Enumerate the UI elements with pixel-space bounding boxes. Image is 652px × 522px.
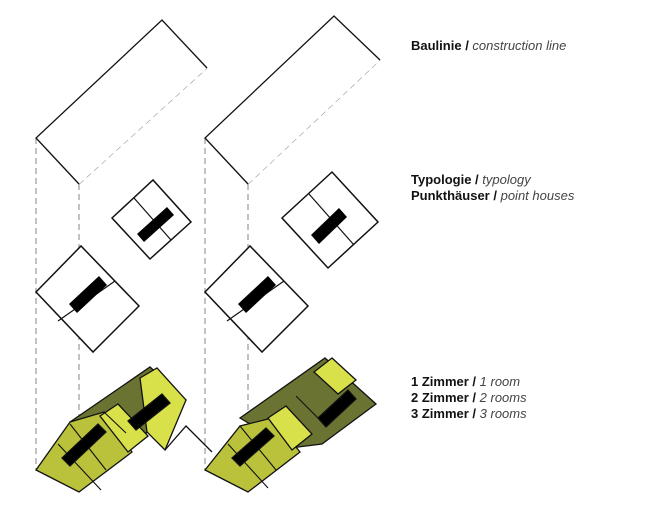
legend-line-point-houses: Punkthäuser / point houses (411, 188, 574, 204)
legend-line-typology: Typologie / typology (411, 172, 574, 188)
label-de: 1 Zimmer (411, 374, 469, 389)
legend-line-1-room: 1 Zimmer / 1 room (411, 374, 527, 390)
construction-line-left-dashed-edge (78, 67, 208, 185)
label-de: 3 Zimmer (411, 406, 469, 421)
cluster-connection-outline (164, 425, 213, 453)
apartment-cluster-right (203, 357, 378, 493)
stair-core (317, 389, 357, 428)
stair-core (69, 276, 107, 313)
legend-construction-line: Baulinie / construction line (411, 38, 566, 54)
construction-line-slabs (35, 15, 381, 185)
label-separator: / (461, 38, 473, 53)
label-de: Typologie (411, 172, 472, 187)
point-house-upper-left (110, 178, 193, 261)
stair-core (61, 423, 107, 467)
label-en: typology (482, 172, 531, 187)
legend-line-3-rooms: 3 Zimmer / 3 rooms (411, 406, 527, 422)
label-en: construction line (472, 38, 567, 53)
label-separator: / (468, 390, 480, 405)
label-en: 3 rooms (479, 406, 527, 421)
legend-typology: Typologie / typology Punkthäuser / point… (411, 172, 574, 204)
label-separator: / (471, 172, 483, 187)
legend-rooms: 1 Zimmer / 1 room 2 Zimmer / 2 rooms 3 Z… (411, 374, 527, 422)
construction-slab-right (204, 15, 381, 185)
label-en: point houses (500, 188, 575, 203)
stair-core (137, 207, 174, 242)
label-separator: / (468, 374, 480, 389)
label-de: Punkthäuser (411, 188, 490, 203)
room-1-unit (312, 357, 358, 395)
stair-core (231, 427, 275, 467)
legend-line-2-rooms: 2 Zimmer / 2 rooms (411, 390, 527, 406)
stair-core (238, 276, 276, 313)
label-en: 1 room (479, 374, 521, 389)
label-en: 2 rooms (479, 390, 527, 405)
label-de: Baulinie (411, 38, 462, 53)
construction-slab-left (35, 19, 208, 185)
room-1-unit (267, 405, 313, 451)
label-separator: / (489, 188, 501, 203)
point-house-upper-right (280, 170, 380, 270)
stair-core (127, 393, 171, 431)
label-de: 2 Zimmer (411, 390, 469, 405)
point-house-lower-left (34, 244, 141, 354)
label-separator: / (468, 406, 480, 421)
apartment-cluster-left (35, 366, 187, 493)
stair-core (311, 208, 347, 244)
point-house-lower-right (203, 244, 310, 354)
room-1-unit (99, 403, 149, 453)
